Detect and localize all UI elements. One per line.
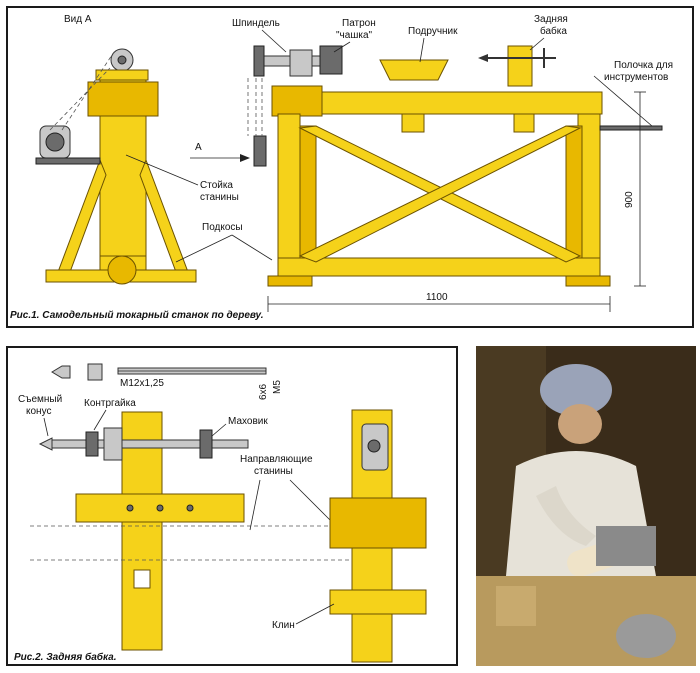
tailstock: [507, 45, 533, 87]
fig2-caption: Рис.2. Задняя бабка.: [14, 651, 116, 663]
shelf-label-1: Полочка для: [614, 60, 673, 71]
nut-part-icon: [87, 363, 103, 381]
braces-label: Подкосы: [202, 222, 243, 233]
guides-label-1: Направляющие: [240, 454, 313, 465]
handwheel-icon: [199, 429, 213, 459]
view-a-label: Вид А: [64, 14, 92, 25]
lower-pulley-icon: [253, 135, 267, 167]
height-dimension: 900: [624, 191, 635, 208]
frame-post-label-2: станины: [200, 192, 239, 203]
photo-panel: [476, 346, 696, 666]
tailstock-label-1: Задняя: [534, 14, 568, 25]
thread-label: M12x1,25: [120, 378, 164, 389]
locknut-label: Контргайка: [84, 398, 136, 409]
guides-label-2: станины: [254, 466, 293, 477]
shelf-label-2: инструментов: [604, 72, 668, 83]
tailstock-screw: [47, 439, 249, 449]
tool-shelf: [599, 125, 663, 131]
chuck-icon: [319, 45, 343, 75]
removable-cone-label-2: конус: [26, 406, 51, 417]
tailstock-crossbar: [75, 493, 245, 523]
chuck-label-2: "чашка": [336, 30, 373, 41]
guide-rails-section: [329, 497, 427, 549]
chuck-label-1: Патрон: [342, 18, 376, 29]
cone-part-icon: [51, 365, 71, 379]
wedge: [329, 589, 427, 615]
removable-cone-icon: [38, 437, 53, 451]
wedge-label: Клин: [272, 620, 295, 631]
lower-rail: [277, 257, 601, 277]
spindle-pulley-icon: [253, 45, 265, 77]
post-head: [87, 81, 159, 117]
length-dimension: 1100: [426, 292, 448, 303]
spindle-label: Шпиндель: [232, 18, 280, 29]
dim2-label: M5: [272, 380, 283, 394]
frame-post-label-1: Стойка: [200, 180, 233, 191]
dim1-label: 6x6: [258, 383, 269, 400]
tailstock-post: [121, 411, 163, 497]
photo-man-at-lathe-icon: [476, 346, 696, 666]
tailstock-label-2: бабка: [540, 25, 567, 37]
handwheel-label: Маховик: [228, 416, 268, 427]
arrow-a-label: А: [195, 142, 202, 153]
arrow-a-icon: [240, 154, 250, 162]
locknut-icon: [85, 431, 99, 457]
tool-rest: [379, 59, 449, 81]
cross-brace-2: [298, 125, 582, 263]
tool-rest-label: Подручник: [408, 26, 458, 37]
fig1-caption: Рис.1. Самодельный токарный станок по де…: [10, 310, 264, 321]
removable-cone-label-1: Съемный: [18, 394, 62, 405]
headstock-block: [271, 85, 323, 117]
